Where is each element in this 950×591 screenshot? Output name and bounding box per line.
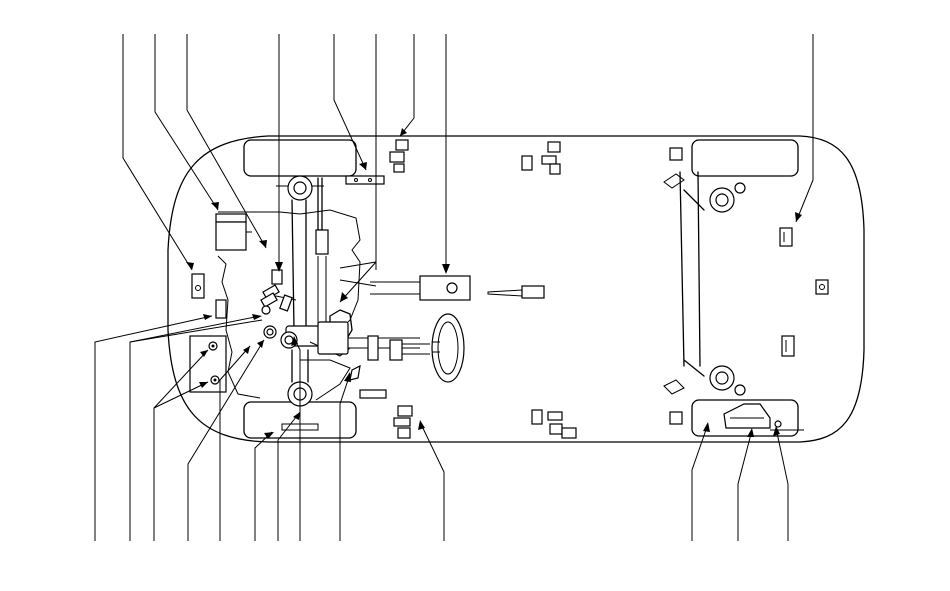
steering-column (317, 309, 430, 361)
battery (215, 213, 252, 251)
front-left-wheel-well (243, 139, 357, 177)
connector-bottom-1 (359, 389, 387, 399)
arrowhead (703, 422, 710, 432)
callout-leader (775, 427, 789, 541)
arrowhead (400, 128, 407, 136)
arrowhead (291, 336, 298, 346)
vehicle-body (167, 135, 865, 443)
arrowhead (200, 350, 208, 357)
arrowhead (203, 314, 212, 320)
arrowhead (259, 240, 267, 248)
callout-leaders-bottom (94, 315, 789, 541)
arrowhead (275, 262, 283, 272)
callout-leader (94, 315, 213, 541)
connector-bottom-2 (393, 405, 413, 439)
arrowhead (344, 372, 351, 382)
callout-leader (737, 429, 753, 541)
callout-leader (153, 381, 209, 409)
arrowhead (252, 314, 262, 320)
relay-box (189, 335, 227, 393)
rear-frame (663, 147, 746, 425)
callout-leader (186, 34, 267, 249)
callout-arrowheads (186, 128, 802, 439)
callout-leaders-top (122, 34, 814, 303)
rear-muffler (723, 403, 804, 431)
rear-left-wheel-well (691, 139, 799, 177)
steering-wheel (431, 313, 465, 383)
callout-leader (277, 411, 301, 541)
callout-leader (154, 34, 219, 211)
shift-cable (487, 285, 545, 299)
rear-right-wheel-well (691, 399, 799, 437)
callout-leader (339, 34, 377, 303)
arrowhead (795, 212, 802, 222)
arrowhead (293, 412, 300, 420)
arrowhead (211, 202, 219, 210)
arrowhead (243, 346, 250, 354)
callout-leader (129, 319, 263, 343)
arrowhead (264, 432, 274, 439)
connector-cluster (260, 269, 293, 339)
arrowhead (442, 264, 450, 274)
connector-bottom-3 (531, 409, 577, 439)
callout-leader (219, 345, 251, 541)
rear-connector-3 (781, 335, 795, 357)
rear-connector-2 (815, 279, 829, 295)
connector-top-1 (345, 175, 385, 185)
arrowhead (186, 262, 194, 270)
column-bracket (349, 364, 361, 381)
callout-leader (187, 339, 265, 541)
rear-connector-1 (779, 227, 793, 247)
arrowhead (773, 426, 780, 436)
front-sensor (191, 273, 205, 299)
callout-leader (293, 337, 301, 541)
callout-leader (795, 34, 814, 223)
arrowhead (340, 292, 348, 302)
callout-leader (419, 421, 445, 541)
arrowhead (257, 340, 264, 348)
arrowhead (359, 162, 367, 170)
arrowhead (747, 428, 754, 437)
connector-top-2 (389, 139, 409, 173)
callout-leader (399, 34, 415, 137)
connector-top-3 (521, 141, 561, 175)
callout-leader (339, 373, 351, 541)
arrowhead (199, 382, 208, 388)
control-unit (339, 261, 471, 301)
callout-leader (254, 431, 273, 541)
callout-leader (333, 34, 367, 171)
callout-leader (122, 34, 193, 271)
callout-leader (691, 423, 709, 541)
arrowhead (418, 420, 425, 430)
bracket-small (215, 299, 227, 319)
